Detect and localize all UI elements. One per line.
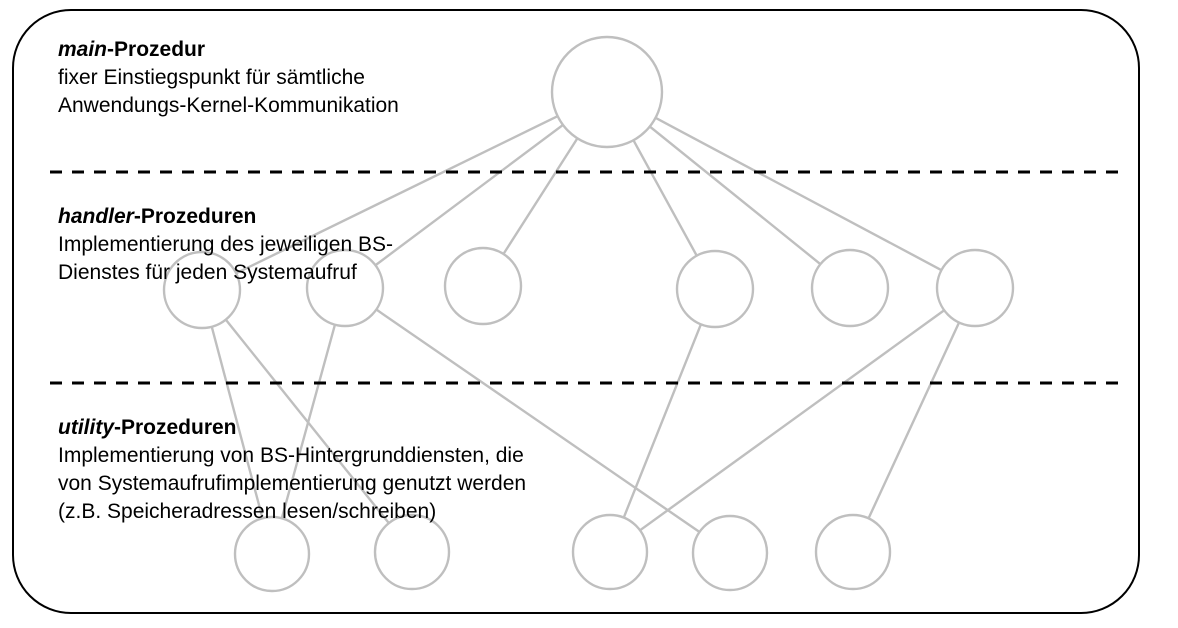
layer-desc-handler-line-1: Implementierung des jeweiligen BS-	[58, 232, 394, 256]
edge-H1-U1	[210, 325, 264, 520]
edge-H6-U5	[867, 321, 961, 520]
layer-desc-utility-line-3: (z.B. Speicheradressen lesen/schreiben)	[58, 499, 437, 523]
layer-desc-utility-line-1: Implementierung von BS-Hintergrunddienst…	[58, 443, 524, 467]
node-H6	[935, 248, 1015, 328]
layer-desc-main-line-2: Anwendungs-Kernel-Kommunikation	[58, 93, 399, 117]
layer-title-main: main-Prozedur	[58, 36, 399, 64]
separators-group	[50, 170, 1120, 385]
layer-title-utility: utility-Prozeduren	[58, 414, 526, 442]
layer-keyword-main: main	[58, 38, 108, 61]
node-M1	[550, 35, 664, 149]
node-H2	[305, 248, 385, 328]
edge-M1-H2	[374, 123, 565, 267]
layer-label-handler: handler-Prozeduren Implementierung des j…	[58, 203, 393, 287]
node-U5	[814, 513, 892, 591]
layer-title-handler: handler-Prozeduren	[58, 203, 393, 231]
edge-M1-H6	[654, 116, 943, 272]
diagram-frame	[12, 9, 1140, 614]
layer-suffix-main: -Prozedur	[107, 38, 206, 61]
node-H3	[443, 246, 523, 326]
node-H4	[675, 249, 755, 329]
node-U1	[233, 515, 311, 593]
layer-keyword-handler: handler	[58, 205, 134, 228]
edge-H2-U1	[280, 323, 337, 520]
node-U2	[373, 513, 451, 591]
node-U3	[571, 513, 649, 591]
layer-suffix-handler: -Prozeduren	[133, 205, 257, 228]
edge-H2-U4	[375, 308, 701, 534]
frame-group	[12, 9, 1140, 614]
layer-suffix-utility: -Prozeduren	[114, 416, 237, 439]
edge-M1-H5	[648, 125, 822, 266]
layer-keyword-utility: utility	[58, 416, 114, 439]
layer-desc-utility-line-2: von Systemaufrufimplementierung genutzt …	[58, 471, 527, 495]
node-U4	[691, 514, 769, 592]
layer-label-utility: utility-Prozeduren Implementierung von B…	[58, 414, 526, 525]
edge-M1-H4	[632, 139, 698, 257]
nodes-group	[162, 35, 1015, 593]
edge-M1-H1	[234, 114, 559, 275]
layer-label-main: main-Prozedur fixer Einstiegspunkt für s…	[58, 36, 399, 120]
edges-group	[210, 114, 961, 534]
layer-desc-main-line-1: fixer Einstiegspunkt für sämtliche	[58, 65, 365, 89]
edge-H6-U3	[638, 309, 946, 532]
edge-M1-H3	[502, 137, 579, 256]
layer-desc-handler-line-2: Dienstes für jeden Systemaufruf	[58, 260, 357, 284]
node-H1	[162, 250, 242, 330]
edge-H4-U3	[622, 323, 703, 519]
node-H5	[810, 248, 890, 328]
